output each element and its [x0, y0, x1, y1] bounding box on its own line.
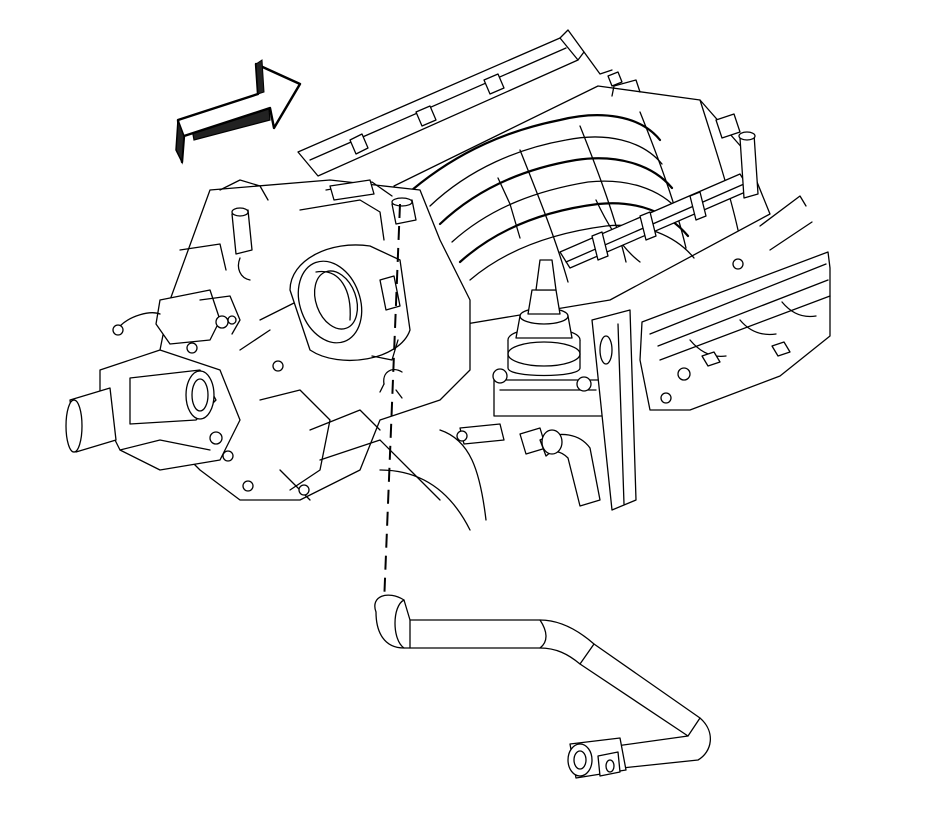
- purge-hose: [375, 595, 711, 768]
- fuel-rail: [298, 30, 612, 176]
- purge-port-connector: [380, 198, 416, 398]
- evap-purge-solenoid: [457, 260, 636, 510]
- assembly-leader-line: [384, 204, 400, 604]
- hose-connector: [568, 738, 626, 778]
- throttle-body: [287, 245, 410, 360]
- outlet-hose: [540, 430, 600, 506]
- thermostat-housing: [66, 343, 240, 470]
- valve-cover: [640, 196, 830, 410]
- direction-arrow-icon: [176, 60, 300, 162]
- front-fuel-rail: [560, 114, 758, 268]
- sensor-assembly: [113, 290, 240, 344]
